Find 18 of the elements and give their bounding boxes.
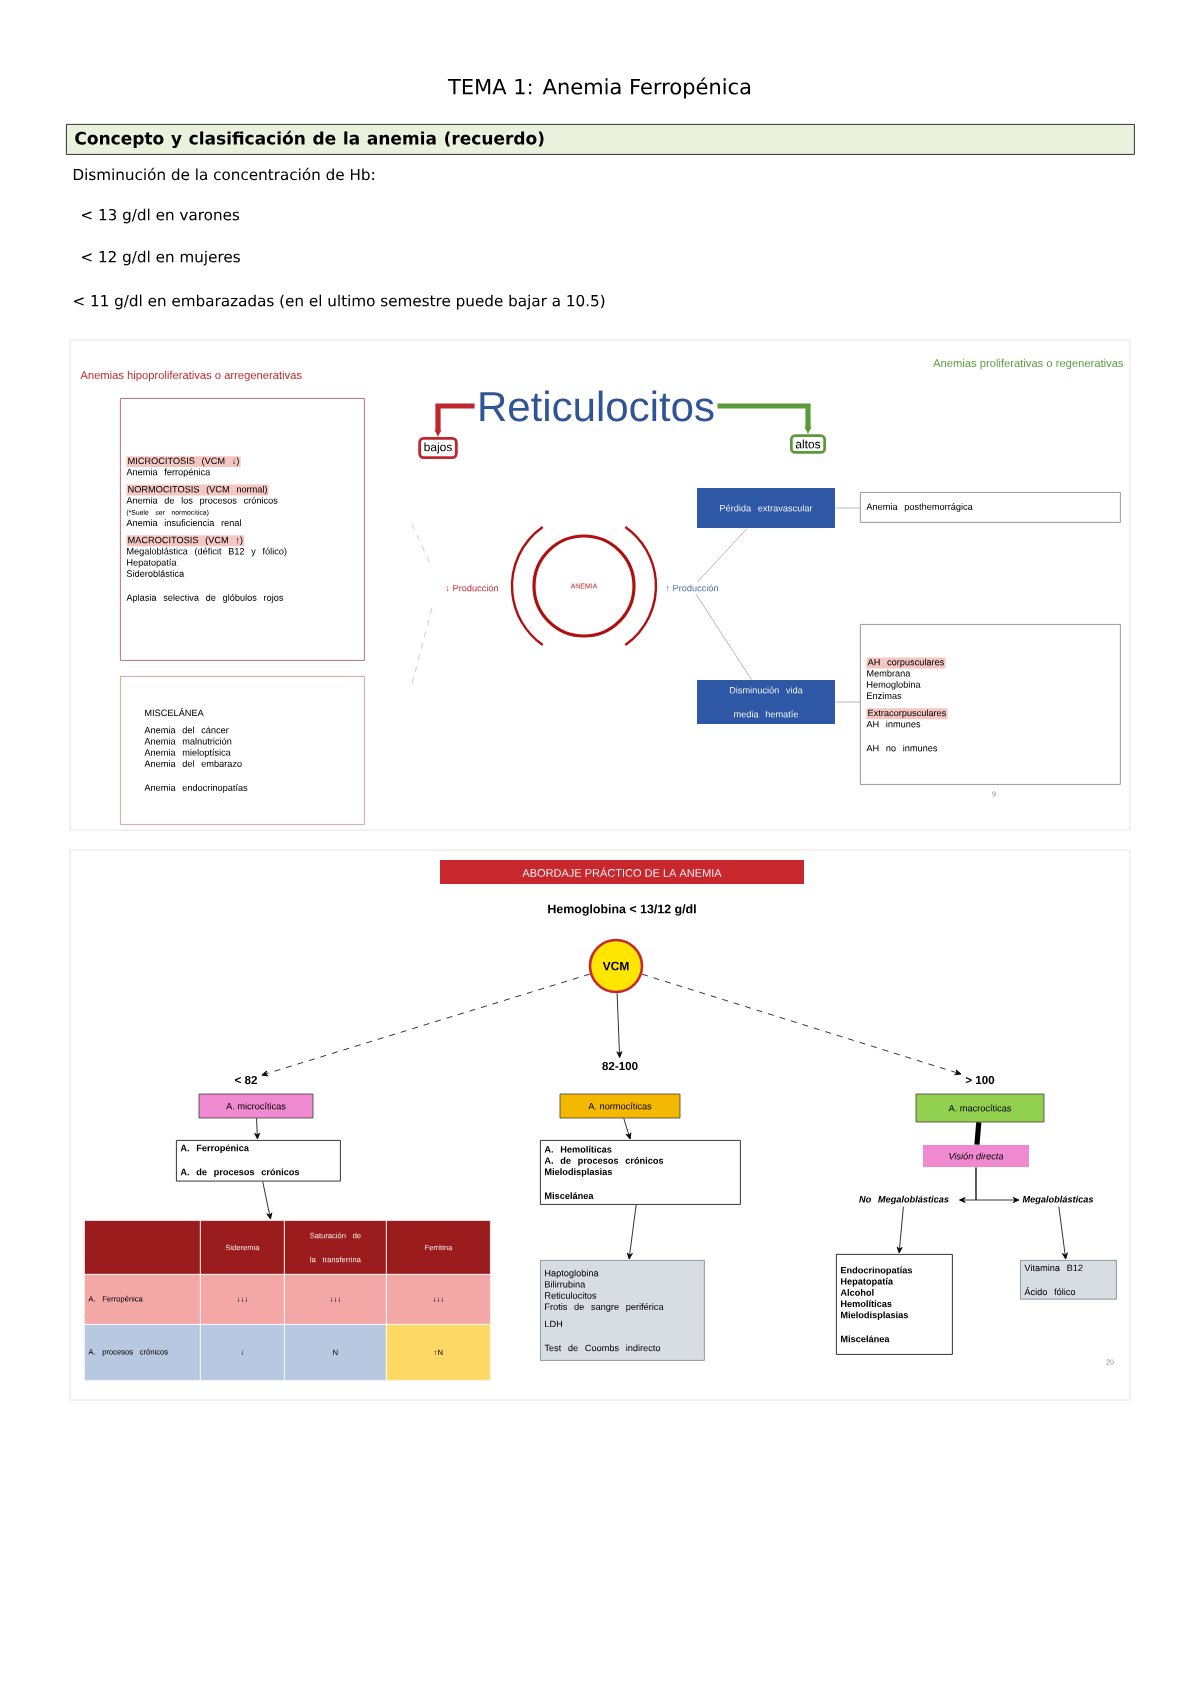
arrow xyxy=(262,1181,273,1220)
connector-line xyxy=(974,1122,982,1145)
connector-line xyxy=(835,701,861,703)
connector-line xyxy=(697,528,748,583)
connector-line xyxy=(835,507,861,509)
arrow xyxy=(626,1204,637,1260)
arrow xyxy=(896,1206,904,1254)
arrow xyxy=(616,992,623,1058)
arrow xyxy=(623,1118,632,1140)
heading-text: Reticulocitos xyxy=(480,390,714,422)
arrow xyxy=(254,1118,261,1140)
arrow xyxy=(1058,1206,1068,1260)
section-heading-bar: Concepto y clasificación de la anemia (recuerdo) xyxy=(66,124,1135,155)
arrow xyxy=(261,973,591,1077)
arrow xyxy=(641,973,962,1076)
arrow xyxy=(975,1167,1020,1203)
connector-line xyxy=(695,593,752,680)
title: TEMA 1: Anemia Ferropénica xyxy=(447,77,751,99)
